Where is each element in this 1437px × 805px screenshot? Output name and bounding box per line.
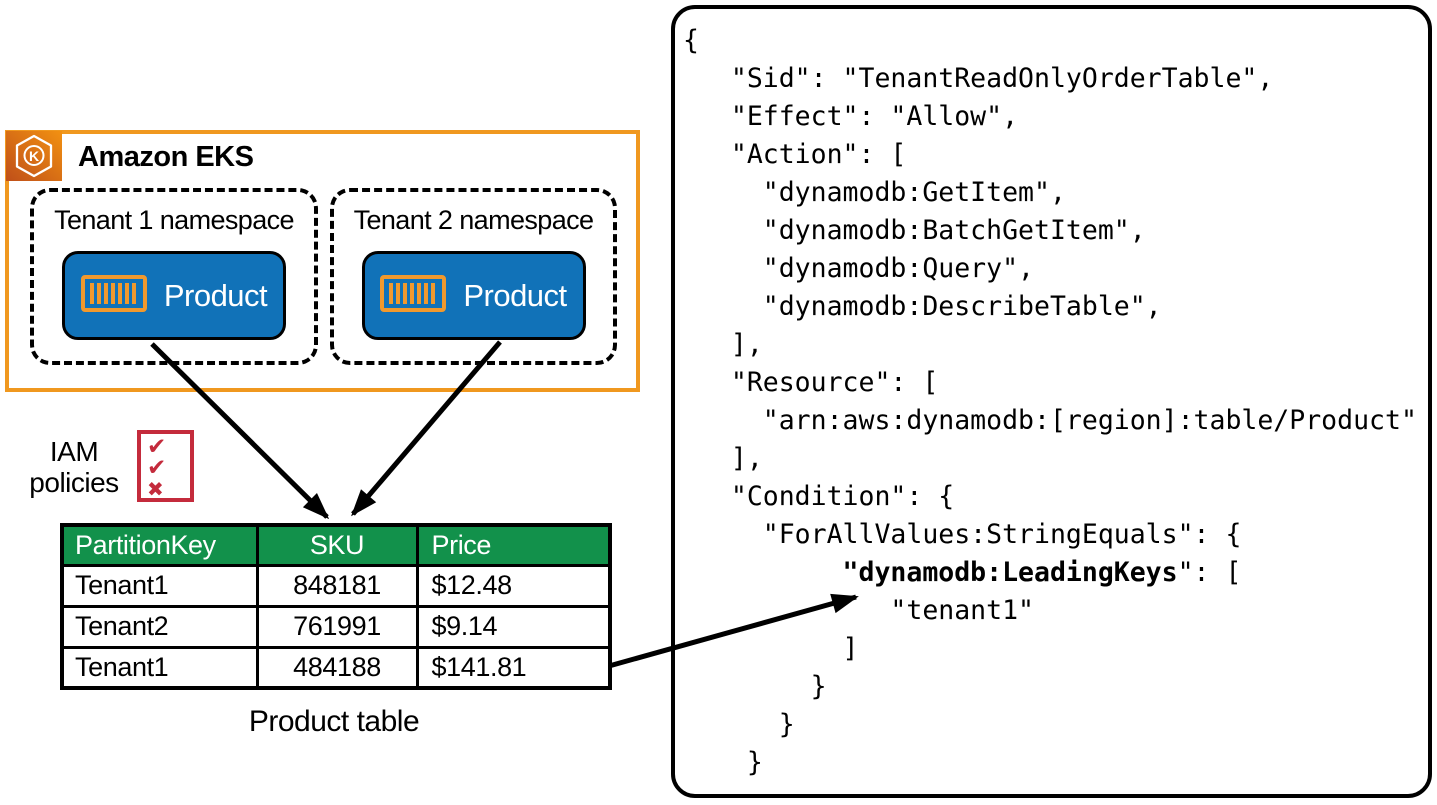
- iam-policies-label: IAM policies: [29, 436, 119, 498]
- iam-policy-panel: { "Sid": "TenantReadOnlyOrderTable", "Ef…: [671, 5, 1432, 798]
- code-line: "dynamodb:DescribeTable",: [683, 291, 1162, 322]
- code-line: "ForAllValues:StringEquals": {: [683, 519, 1242, 550]
- col-header-partitionkey: PartitionKey: [60, 523, 259, 567]
- code-line: "Action": [: [683, 139, 907, 170]
- code-line: "dynamodb:GetItem",: [683, 177, 1066, 208]
- code-line: "dynamodb:BatchGetItem",: [683, 215, 1146, 246]
- table-caption: Product table: [248, 705, 420, 738]
- code-line: }: [683, 671, 827, 702]
- tenant1-product-pod: Product: [62, 251, 286, 340]
- table-row: Tenant2 761991 $9.14: [60, 604, 612, 649]
- tenant2-namespace-box: Tenant 2 namespace Product: [330, 188, 617, 365]
- code-line: "Effect": "Allow",: [683, 101, 1019, 132]
- table-row: Tenant1 484188 $141.81: [60, 645, 612, 690]
- container-icon: [380, 274, 447, 317]
- code-line: "Sid": "TenantReadOnlyOrderTable",: [683, 63, 1274, 94]
- iam-policy-checklist-icon: ✔ ✔ ✖: [137, 430, 194, 502]
- tenant2-namespace-label: Tenant 2 namespace: [353, 205, 594, 235]
- code-line: "Condition": {: [683, 481, 955, 512]
- code-line: "dynamodb:Query",: [683, 253, 1034, 284]
- eks-title: Amazon EKS: [78, 141, 254, 173]
- amazon-eks-icon: K: [6, 131, 62, 181]
- tenant1-namespace-box: Tenant 1 namespace Product: [30, 188, 318, 365]
- tenant1-namespace-label: Tenant 1 namespace: [54, 205, 294, 235]
- code-line: "Resource": [: [683, 367, 939, 398]
- code-line: "arn:aws:dynamodb:[region]:table/Product…: [683, 405, 1417, 436]
- svg-text:K: K: [29, 148, 39, 164]
- code-line: "tenant1": [683, 595, 1034, 626]
- pod-label: Product: [163, 277, 268, 313]
- table-row: Tenant1 848181 $12.48: [60, 563, 612, 608]
- code-line: }: [683, 709, 795, 740]
- code-line: }: [683, 747, 763, 778]
- check-icon: ✔: [147, 455, 167, 481]
- col-header-price: Price: [415, 523, 612, 567]
- pod-label: Product: [463, 277, 567, 313]
- code-line: ]: [683, 633, 859, 664]
- tenant2-product-pod: Product: [361, 251, 586, 340]
- container-icon: [80, 274, 147, 317]
- code-line: ],: [683, 443, 763, 474]
- table-header-row: PartitionKey SKU Price: [60, 523, 612, 567]
- policy-code: { "Sid": "TenantReadOnlyOrderTable", "Ef…: [675, 9, 1428, 782]
- code-line: "dynamodb:LeadingKeys": [: [842, 557, 1242, 588]
- code-line: {: [683, 25, 699, 56]
- code-line: ],: [683, 329, 763, 360]
- x-icon: ✖: [147, 477, 164, 501]
- col-header-sku: SKU: [255, 523, 419, 567]
- product-table: PartitionKey SKU Price Tenant1 848181 $1…: [60, 523, 612, 690]
